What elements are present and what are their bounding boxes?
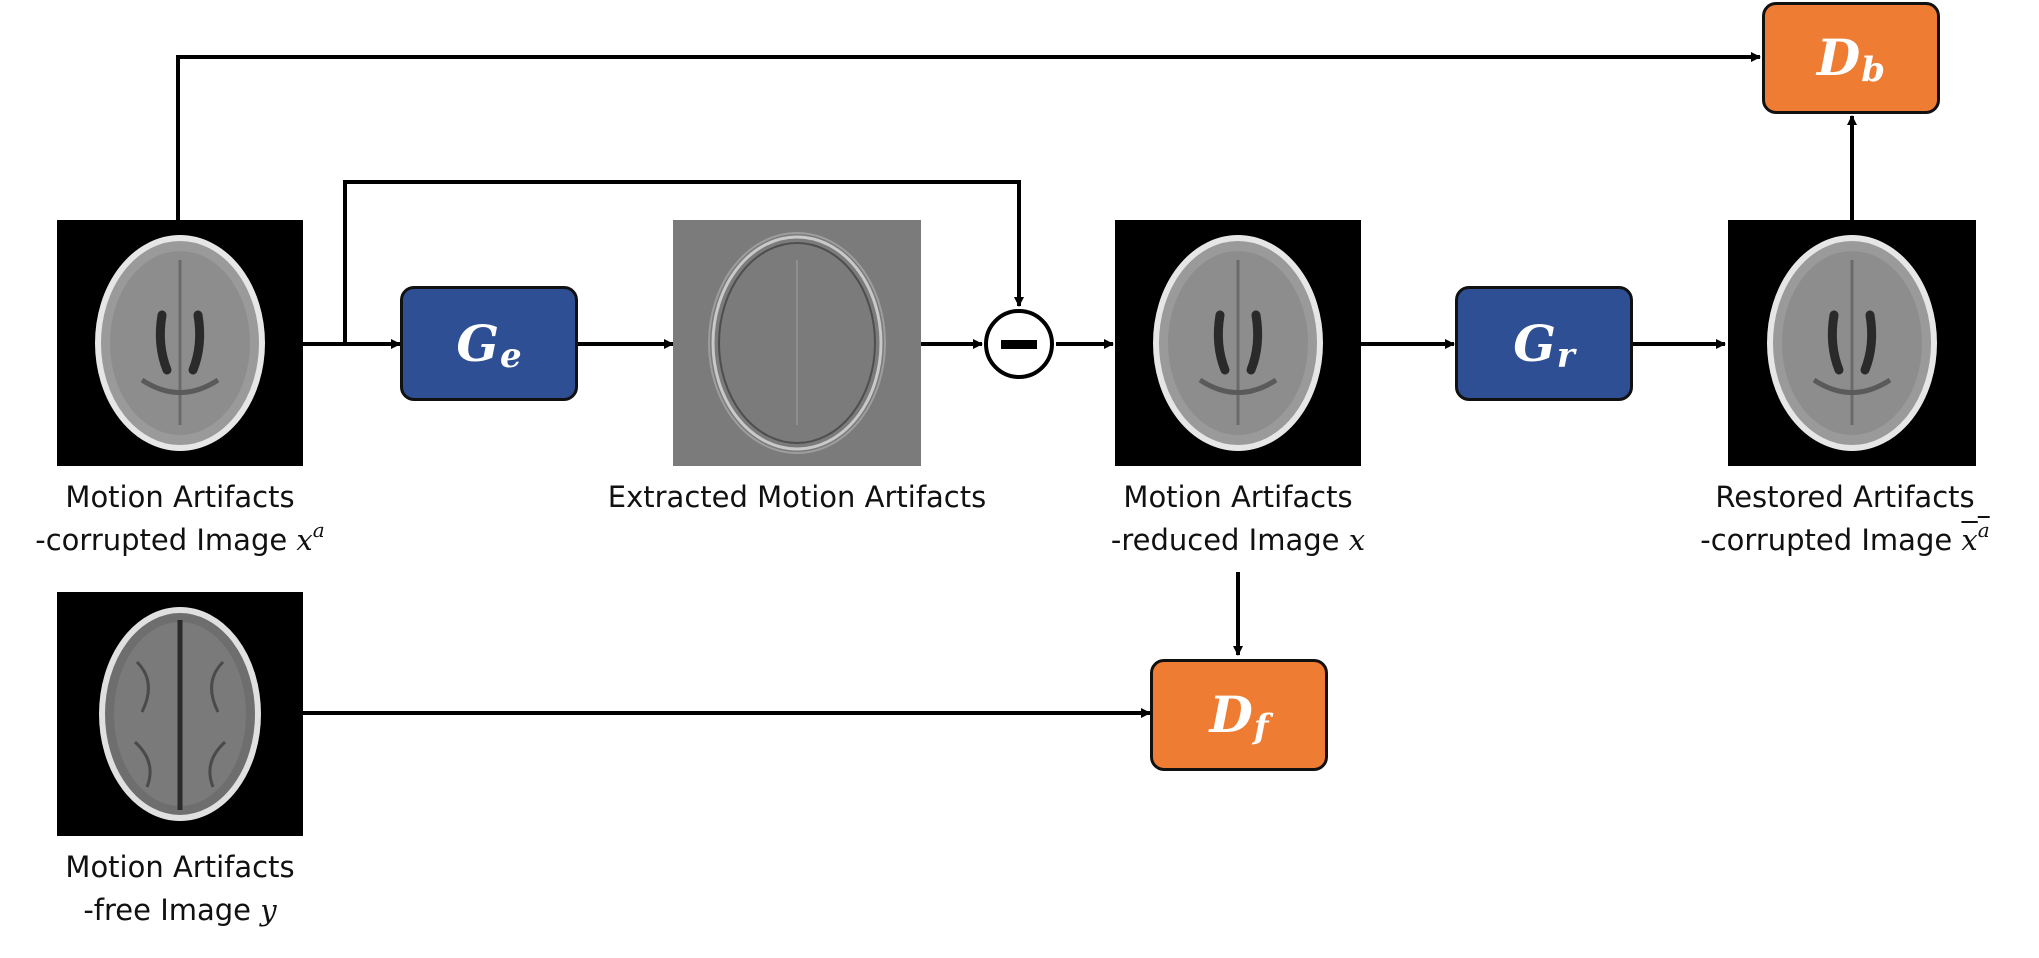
subtract-node (984, 309, 1054, 379)
extracted-artifacts-image (673, 220, 921, 466)
ge-subscript: e (500, 335, 522, 376)
brain-axial-icon (1153, 235, 1323, 451)
input-image (57, 220, 303, 466)
input-image-caption: Motion Artifacts -corrupted Image xa (35, 480, 325, 557)
ge-symbol: G (456, 313, 500, 373)
brain-axial-icon (95, 235, 265, 451)
free-image (57, 592, 303, 836)
minus-icon (1001, 340, 1037, 349)
gr-subscript: r (1556, 335, 1575, 376)
db-symbol: D (1816, 28, 1861, 87)
arrow-input-to-minus (343, 180, 1024, 344)
df-symbol: D (1209, 685, 1253, 744)
arrow-input-to-db (176, 52, 1761, 220)
brain-axial-icon (99, 607, 261, 821)
free-image-caption: Motion Artifacts -free Image y (65, 850, 295, 927)
extracted-artifacts-caption: Extracted Motion Artifacts (607, 480, 987, 514)
reduced-image (1115, 220, 1361, 466)
restored-image-caption: Restored Artifacts -corrupted Image xa (1700, 480, 1990, 557)
artifact-map-icon (708, 232, 886, 454)
df-subscript: f (1253, 707, 1269, 747)
gr-symbol: G (1513, 313, 1556, 373)
restored-image (1728, 220, 1976, 466)
reduced-image-caption: Motion Artifacts -reduced Image x (1110, 480, 1366, 557)
brain-axial-icon (1767, 235, 1937, 451)
db-subscript: b (1861, 50, 1886, 90)
